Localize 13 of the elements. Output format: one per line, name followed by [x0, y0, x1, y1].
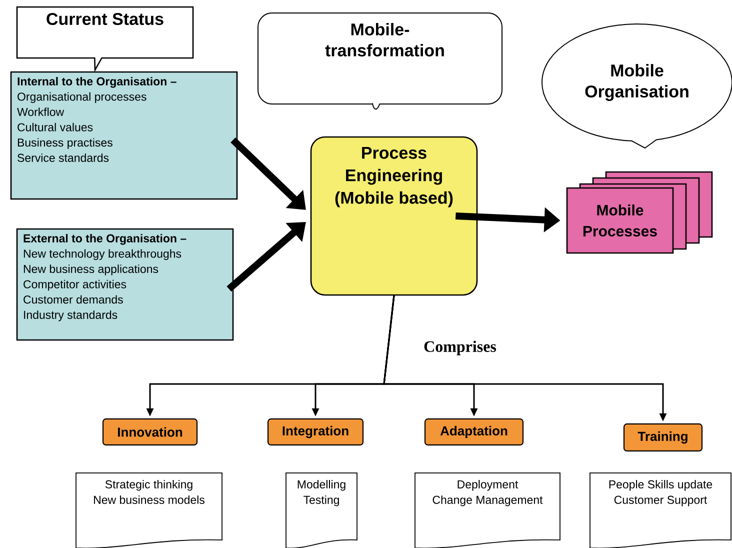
category-tag: Innovation — [102, 418, 198, 446]
callout-box: Current Status — [16, 6, 194, 72]
process-box: Process Engineering (Mobile based) — [310, 136, 478, 296]
factor-list-box: External to the Organisation – New technology breakthroughs New business applications Competitor activities Customer demands Industry standards — [16, 228, 234, 341]
category-tag: Integration — [267, 418, 364, 446]
arrow — [230, 137, 306, 210]
stacked-process-box: Mobile Processes — [566, 171, 713, 254]
thought-bubble: Mobile Organisation — [542, 24, 732, 148]
category-tag: Training — [623, 423, 703, 452]
factor-list-box: Internal to the Organisation – Organisational processes Workflow Cultural values Business practises Service standards — [10, 71, 238, 200]
branch-label: Comprises — [424, 340, 496, 356]
category-tag: Adaptation — [424, 418, 524, 446]
speech-bubble: Mobile-transformation — [258, 12, 502, 110]
